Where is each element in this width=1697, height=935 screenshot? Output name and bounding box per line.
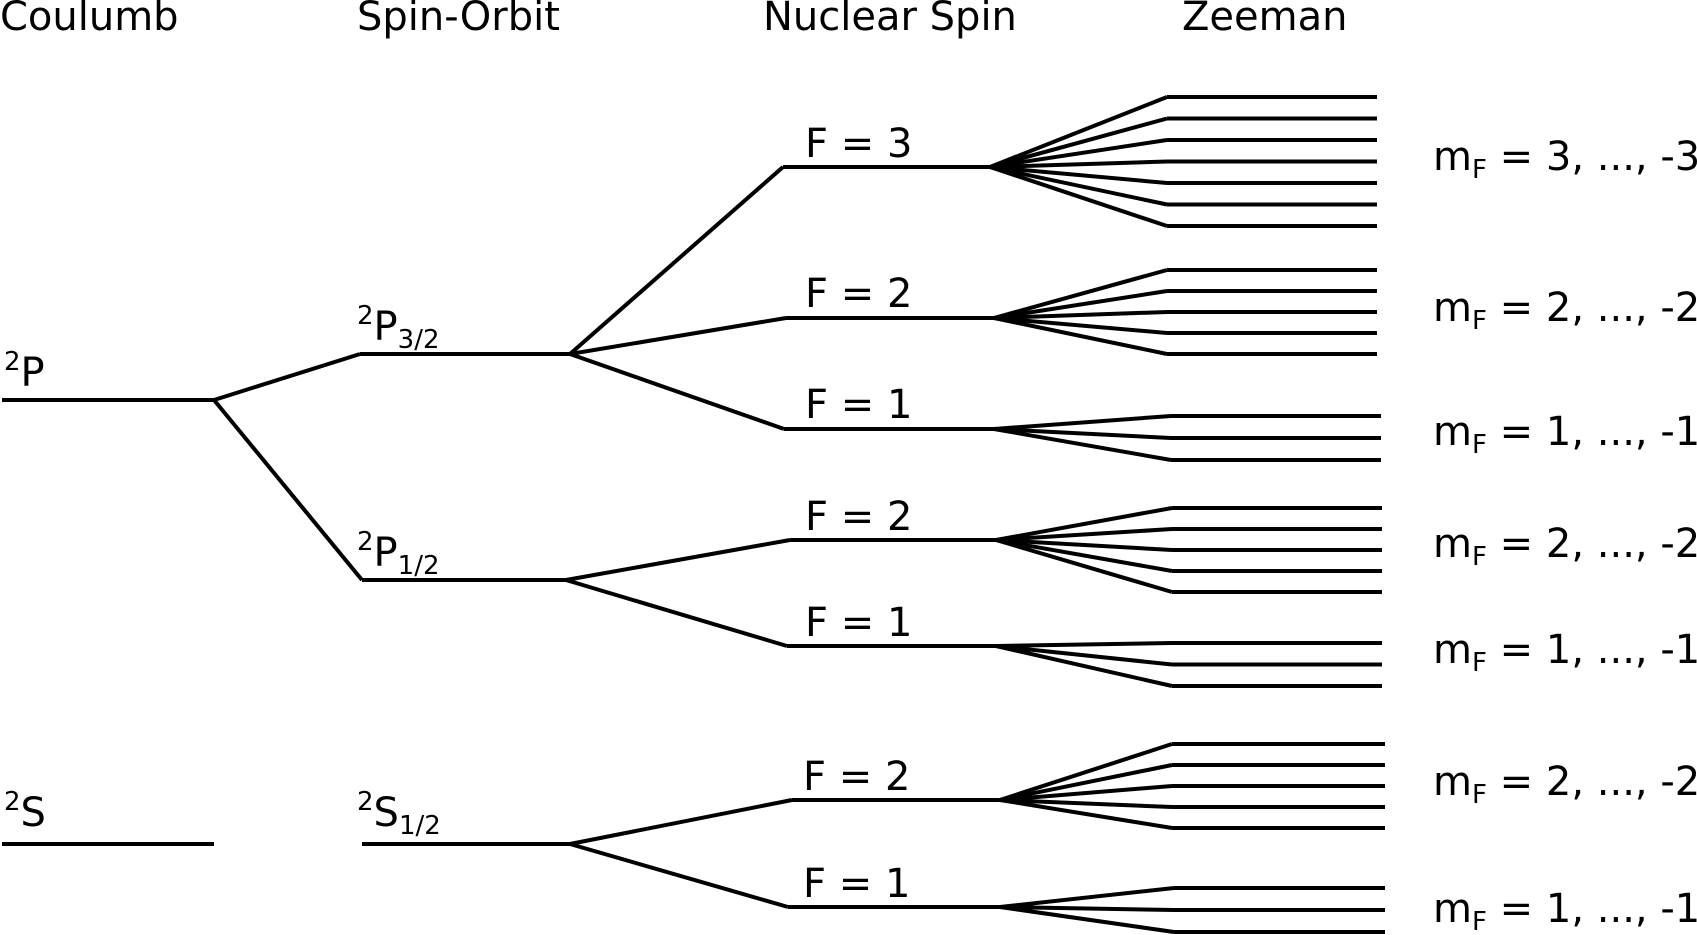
spin-orbit-label-2s12: 2S1/2 — [357, 787, 441, 841]
hyperfine-levels: F = 3 mF = 3, ..., -3 F = 2 mF = 2, ..., -2… — [565, 95, 1697, 935]
hyperfine-label: F = 1 — [805, 382, 912, 428]
zeeman-fan-line — [993, 316, 1168, 356]
zeeman-label: mF = 1, ..., -1 — [1433, 627, 1697, 678]
zeeman-fan-line — [989, 138, 1168, 169]
hyperfine-label: F = 1 — [805, 600, 912, 646]
header-coulomb: Coulumb — [0, 0, 179, 40]
zeeman-fan-line — [999, 784, 1173, 802]
zeeman-fan-line — [995, 527, 1173, 542]
connector-spin-orbit-to-hyperfine — [569, 352, 785, 431]
zeeman-label: mF = 2, ..., -2 — [1433, 285, 1697, 336]
zeeman-fan-line — [989, 165, 1168, 228]
zeeman-label: mF = 1, ..., -1 — [1433, 409, 1697, 460]
hyperfine-label: F = 2 — [805, 494, 912, 540]
coulomb-label-2s: 2S — [4, 787, 46, 836]
connector-spin-orbit-to-hyperfine — [568, 165, 785, 356]
zeeman-fan-line — [995, 644, 1173, 688]
zeeman-fan-line — [993, 427, 1172, 440]
header-nuclear-spin: Nuclear Spin — [763, 0, 1017, 40]
zeeman-label: mF = 1, ..., -1 — [1433, 886, 1697, 935]
zeeman-label: mF = 2, ..., -2 — [1433, 521, 1697, 572]
zeeman-fan-line — [995, 641, 1173, 648]
hyperfine-label: F = 2 — [805, 271, 912, 317]
zeeman-fan-line — [999, 798, 1173, 830]
zeeman-fan-line — [989, 165, 1168, 207]
zeeman-label: mF = 2, ..., -2 — [1433, 759, 1697, 810]
zeeman-label: mF = 3, ..., -3 — [1433, 134, 1697, 185]
zeeman-fan-line — [999, 905, 1175, 934]
zeeman-fan-line — [993, 310, 1168, 320]
zeeman-fan-line — [993, 414, 1172, 431]
connector-spin-orbit-to-hyperfine — [565, 538, 791, 582]
connector-spin-orbit-to-hyperfine — [569, 798, 793, 846]
zeeman-fan-line — [995, 644, 1173, 667]
zeeman-fan-line — [999, 742, 1173, 802]
connector-spin-orbit-to-hyperfine — [569, 316, 787, 356]
spin-orbit-label-2p12: 2P1/2 — [357, 527, 440, 581]
zeeman-fan-line — [995, 538, 1173, 594]
zeeman-fan-line — [993, 289, 1168, 320]
zeeman-fan-line — [995, 538, 1173, 573]
connector-spin-orbit-to-hyperfine — [569, 842, 789, 909]
zeeman-fan-line — [993, 427, 1172, 462]
header-zeeman: Zeeman — [1182, 0, 1347, 40]
zeeman-fan-line — [999, 905, 1175, 912]
zeeman-fan-line — [995, 506, 1173, 542]
coulomb-label-2p: 2P — [4, 347, 45, 396]
zeeman-fan-line — [989, 116, 1168, 169]
hyperfine-label: F = 2 — [803, 754, 910, 800]
hyperfine-label: F = 1 — [803, 861, 910, 907]
header-spin-orbit: Spin-Orbit — [357, 0, 560, 40]
zeeman-fan-line — [999, 798, 1173, 809]
connector-spin-orbit-to-hyperfine — [565, 578, 788, 648]
zeeman-fan-line — [993, 316, 1168, 335]
connector-2p-to-2p12 — [212, 398, 364, 582]
zeeman-fan-line — [999, 886, 1175, 909]
spin-orbit-label-2p32: 2P3/2 — [357, 301, 440, 355]
connector-2p-to-2p32 — [213, 352, 361, 402]
zeeman-fan-line — [995, 538, 1173, 552]
zeeman-fan-line — [993, 268, 1168, 320]
zeeman-fan-line — [989, 95, 1168, 169]
zeeman-fan-line — [989, 165, 1168, 185]
zeeman-fan-line — [999, 763, 1173, 802]
zeeman-fan-line — [989, 159, 1168, 169]
hyperfine-label: F = 3 — [805, 121, 912, 167]
